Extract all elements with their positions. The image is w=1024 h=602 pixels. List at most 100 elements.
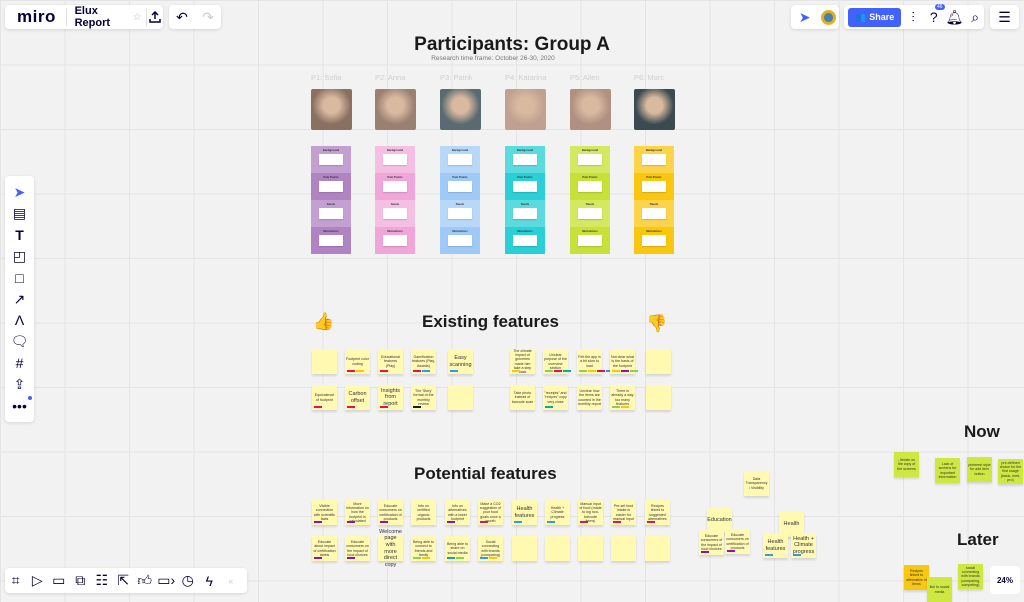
sticky-note[interactable]: More information on how the footprint is… bbox=[345, 500, 370, 525]
collapse-icon[interactable]: « bbox=[228, 575, 234, 586]
persona-card[interactable] bbox=[578, 208, 602, 219]
sticky-note[interactable]: link to social media bbox=[927, 577, 952, 602]
presentation-icon[interactable]: ▷ bbox=[31, 572, 43, 588]
sticky-note[interactable]: Education bbox=[707, 508, 732, 533]
sticky-note[interactable]: Educate consumers on certification of pr… bbox=[725, 529, 750, 554]
persona-card[interactable] bbox=[642, 154, 666, 165]
sticky-note[interactable]: Health bbox=[779, 512, 804, 537]
bell-icon[interactable]: 🔔︎ bbox=[945, 8, 964, 25]
pen-icon[interactable]: Ʌ bbox=[14, 312, 25, 329]
sticky-note[interactable]: pinterest style for add item button bbox=[967, 457, 992, 482]
persona-card[interactable] bbox=[513, 235, 537, 246]
persona-card[interactable] bbox=[578, 235, 602, 246]
sticky-note[interactable]: Social connecting with brands (comparing… bbox=[478, 536, 503, 561]
miro-logo[interactable]: miro bbox=[17, 7, 56, 26]
sticky-note[interactable]: Carbon offset bbox=[345, 385, 370, 410]
persona-card[interactable] bbox=[319, 235, 343, 246]
upload-icon[interactable]: ⇪ bbox=[13, 375, 26, 392]
sticky-note[interactable]: Visible connection with scientific facts bbox=[312, 500, 337, 525]
sticky-note[interactable] bbox=[448, 385, 473, 410]
sticky-note[interactable]: Unclear purpose of the overview section bbox=[543, 349, 571, 374]
sticky-note[interactable]: - Iterate on the copy of the screens bbox=[894, 452, 919, 477]
redo-icon[interactable]: ↷ bbox=[202, 8, 214, 25]
notes-panel-button[interactable]: ☰ bbox=[990, 5, 1019, 29]
sticky-note[interactable]: Insights from report bbox=[378, 385, 403, 410]
cursor-follow-icon[interactable]: ➤ bbox=[798, 8, 811, 25]
sticky-note[interactable]: Lack of screens for important informatio… bbox=[935, 458, 960, 483]
sticky-note[interactable]: Educate consumers on the impact of food … bbox=[345, 536, 370, 561]
persona-card[interactable] bbox=[383, 181, 407, 192]
sticky-note-icon[interactable]: ◰ bbox=[12, 248, 27, 265]
text-icon[interactable]: T bbox=[15, 227, 24, 244]
persona-card[interactable] bbox=[642, 181, 666, 192]
persona-card[interactable] bbox=[513, 181, 537, 192]
persona-card[interactable] bbox=[513, 208, 537, 219]
star-icon[interactable]: ☆ bbox=[132, 11, 142, 23]
sticky-note[interactable] bbox=[578, 536, 603, 561]
persona-card[interactable] bbox=[448, 208, 472, 219]
sticky-note[interactable]: Educate about impact of certification la… bbox=[312, 536, 337, 561]
cards-icon[interactable]: ☷ bbox=[95, 572, 109, 588]
connection-line-icon[interactable]: ↗ bbox=[13, 290, 26, 307]
templates-icon[interactable]: ▤ bbox=[12, 205, 27, 222]
sticky-note[interactable]: Health + Climate progress bbox=[791, 533, 816, 558]
sticky-note[interactable]: Gamification features (Play, Awards) bbox=[411, 349, 436, 374]
select-cursor-icon[interactable]: ➤ bbox=[13, 184, 26, 201]
sticky-note[interactable]: Educate consumers on certification of pr… bbox=[378, 500, 403, 525]
persona-card[interactable] bbox=[319, 181, 343, 192]
sticky-note[interactable]: Take photo instead of barcode scan bbox=[510, 385, 535, 410]
sticky-note[interactable]: Easy scanning bbox=[448, 349, 473, 374]
sticky-note[interactable]: Manual input of food (made to log non-ba… bbox=[578, 500, 603, 525]
persona-card[interactable] bbox=[383, 235, 407, 246]
search-icon[interactable]: ⌕ bbox=[971, 8, 980, 25]
sticky-note[interactable]: Felt the app is a bit slow to load bbox=[577, 349, 614, 374]
persona-card[interactable] bbox=[578, 181, 602, 192]
sticky-note[interactable] bbox=[512, 536, 537, 561]
undo-icon[interactable]: ↶ bbox=[176, 8, 188, 25]
comments-icon[interactable]: ▭ bbox=[52, 572, 66, 588]
sticky-note[interactable]: Info on alternatives with a lower footpr… bbox=[445, 500, 470, 525]
sticky-note[interactable]: "receipts" and "recipes" copy very close bbox=[543, 385, 568, 410]
voting-thumbs-up-icon[interactable]: 👍︎ bbox=[137, 572, 153, 588]
sticky-note[interactable]: Welcome page with more direct copy bbox=[378, 529, 403, 568]
shape-icon[interactable]: □ bbox=[15, 269, 24, 286]
sticky-note[interactable]: Health features bbox=[763, 533, 788, 558]
persona-card[interactable] bbox=[448, 181, 472, 192]
persona-card[interactable] bbox=[513, 154, 537, 165]
timer-icon[interactable]: ◷ bbox=[181, 572, 194, 588]
frames-icon[interactable]: ⌗ bbox=[11, 572, 20, 588]
sticky-note[interactable]: Make a CO2 suggestion of your food goals… bbox=[478, 500, 503, 525]
sticky-note[interactable]: The 'Story' format of the monthly review bbox=[411, 385, 436, 410]
persona-card[interactable] bbox=[383, 208, 407, 219]
video-call-icon[interactable]: ▭› bbox=[157, 572, 176, 588]
sticky-note[interactable] bbox=[646, 349, 671, 374]
sticky-note[interactable]: social connecting with brands (comparing… bbox=[958, 564, 983, 589]
persona-card[interactable] bbox=[448, 154, 472, 165]
avatar[interactable] bbox=[821, 9, 837, 25]
sticky-note[interactable]: Recipes linked to suggested alternatives bbox=[645, 500, 670, 525]
frame-icon[interactable]: # bbox=[15, 355, 24, 372]
comment-icon[interactable]: 🗨︎ bbox=[10, 333, 29, 350]
more-tools-icon[interactable]: ••• bbox=[9, 395, 32, 416]
sticky-note[interactable]: Unclear how the items are counted in the… bbox=[577, 385, 602, 410]
screen-share-icon[interactable]: ⧉ bbox=[75, 572, 86, 588]
persona-card[interactable] bbox=[319, 154, 343, 165]
sticky-note[interactable]: Footprint color coding bbox=[345, 349, 370, 374]
persona-card[interactable] bbox=[642, 235, 666, 246]
sticky-note[interactable]: Recipes linked to alternative of items bbox=[904, 565, 929, 590]
board-title[interactable]: Elux Report bbox=[74, 5, 111, 29]
sticky-note[interactable]: Health + Climate progress bbox=[545, 500, 570, 525]
persona-card[interactable] bbox=[642, 208, 666, 219]
persona-card[interactable] bbox=[383, 154, 407, 165]
sticky-note[interactable]: Being able to share on social media bbox=[445, 536, 470, 561]
sticky-note[interactable]: Not clear what is the basis of the footp… bbox=[610, 349, 638, 374]
help-icon[interactable]: ?46 bbox=[929, 4, 945, 25]
sticky-note[interactable] bbox=[611, 536, 636, 561]
sticky-note[interactable]: Info on certified organic products bbox=[411, 500, 436, 525]
lightning-icon[interactable]: ϟ bbox=[205, 572, 213, 589]
sticky-note[interactable]: There is already a way too many features bbox=[610, 385, 635, 410]
settings-sliders-icon[interactable]: ⫶ bbox=[911, 8, 915, 25]
sticky-note[interactable] bbox=[545, 536, 570, 561]
sticky-note[interactable]: pre-defined choice for the first usage (… bbox=[998, 459, 1023, 484]
sticky-note[interactable]: Educate consumers of the impact of food … bbox=[699, 530, 724, 555]
